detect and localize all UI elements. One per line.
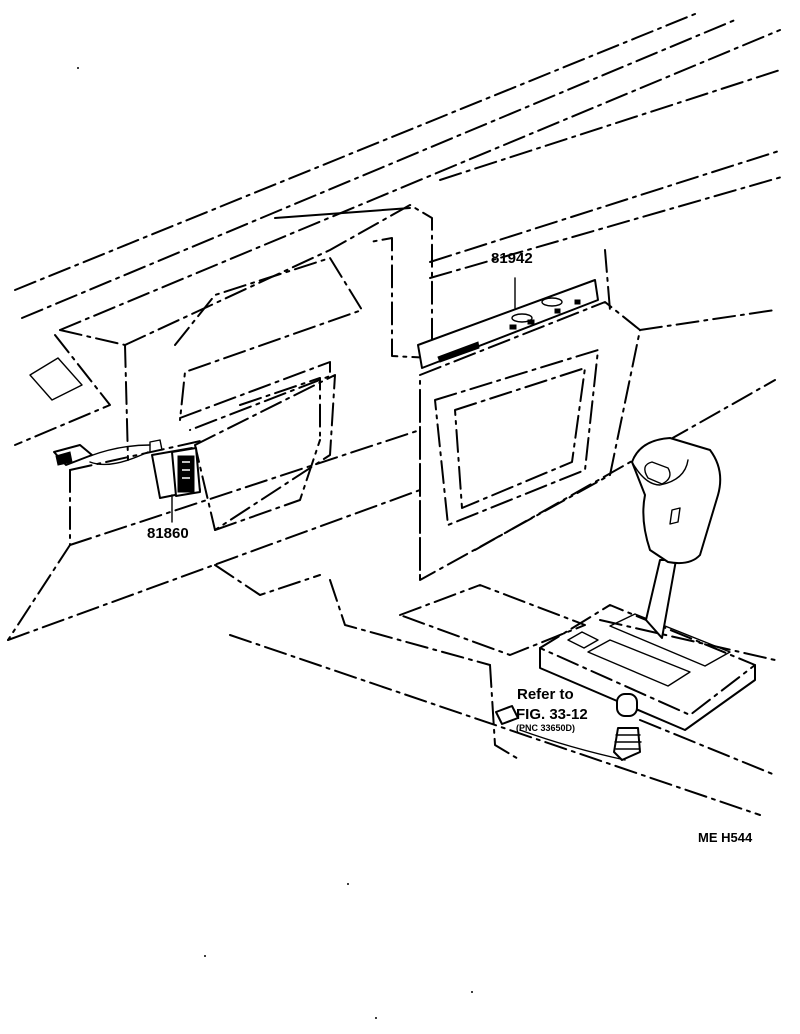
refer-text-line1: Refer to — [517, 686, 574, 703]
wire-connector-icon — [53, 444, 93, 466]
windshield-lines — [14, 13, 786, 331]
shift-gate — [539, 604, 756, 731]
instrument-hood — [124, 204, 433, 461]
switch-panel-81942 — [417, 277, 599, 369]
knee-panel — [194, 374, 336, 531]
refer-text-line2: FIG. 33-12 — [516, 706, 588, 723]
connector-box-icon — [495, 705, 519, 725]
floor-console — [214, 564, 776, 816]
switch-81860 — [89, 439, 201, 523]
bulb-socket-icon — [519, 693, 642, 761]
callout-81942: 81942 — [491, 250, 533, 267]
left-dash-panel — [7, 329, 421, 641]
refer-text-line3: (PNC 33650D) — [516, 723, 575, 733]
center-console — [419, 249, 776, 581]
callout-81860: 81860 — [147, 525, 189, 542]
diagram-code: ME H544 — [698, 830, 753, 845]
scan-specks — [77, 67, 473, 1019]
shift-lever-icon — [631, 437, 722, 639]
